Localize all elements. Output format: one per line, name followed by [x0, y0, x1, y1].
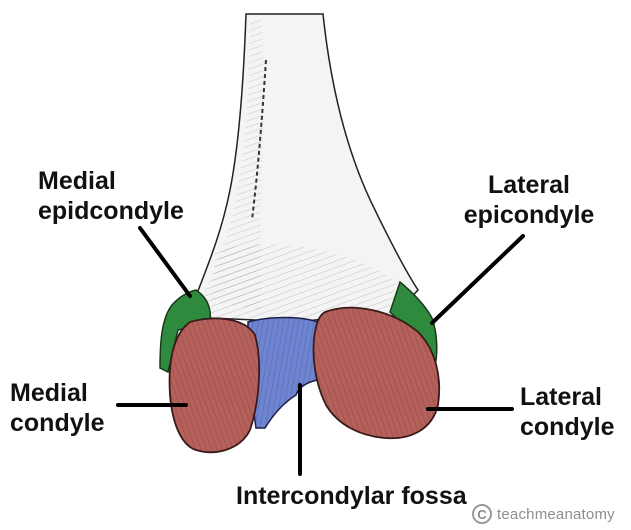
label-lateral-condyle-line2: condyle [520, 413, 615, 441]
label-medial-condyle-line2: condyle [10, 409, 105, 437]
label-lateral-condyle-line1: Lateral [520, 383, 602, 411]
label-medial-condyle: Medial condyle [10, 378, 104, 438]
copyright-icon: C [472, 504, 492, 524]
label-medial-epicondyle-line2: epidcondyle [38, 197, 184, 225]
label-lateral-epicondyle-line1: Lateral [488, 171, 570, 199]
medial-condyle-hatch [169, 318, 260, 453]
label-lateral-epicondyle: Lateral epicondyle [454, 170, 604, 230]
leader-lateral-epicondyle [430, 234, 525, 325]
watermark: C teachmeanatomy [472, 502, 615, 526]
distal-shading [210, 244, 395, 318]
lateral-condyle-hatch [313, 307, 440, 439]
fossa-hatch [248, 317, 330, 428]
shaft-shading [200, 20, 264, 310]
label-medial-condyle-line1: Medial [10, 379, 88, 407]
leader-medial-epicondyle [138, 226, 192, 298]
label-lateral-condyle: Lateral condyle [520, 382, 614, 442]
label-intercondylar-fossa: Intercondylar fossa [236, 482, 467, 510]
watermark-text: teachmeanatomy [497, 505, 615, 523]
shaft-ridge [251, 59, 267, 221]
label-medial-epicondyle-line1: Medial [38, 167, 116, 195]
label-medial-epicondyle: Medial epidcondyle [38, 166, 184, 226]
label-lateral-epicondyle-line2: epicondyle [463, 201, 595, 229]
